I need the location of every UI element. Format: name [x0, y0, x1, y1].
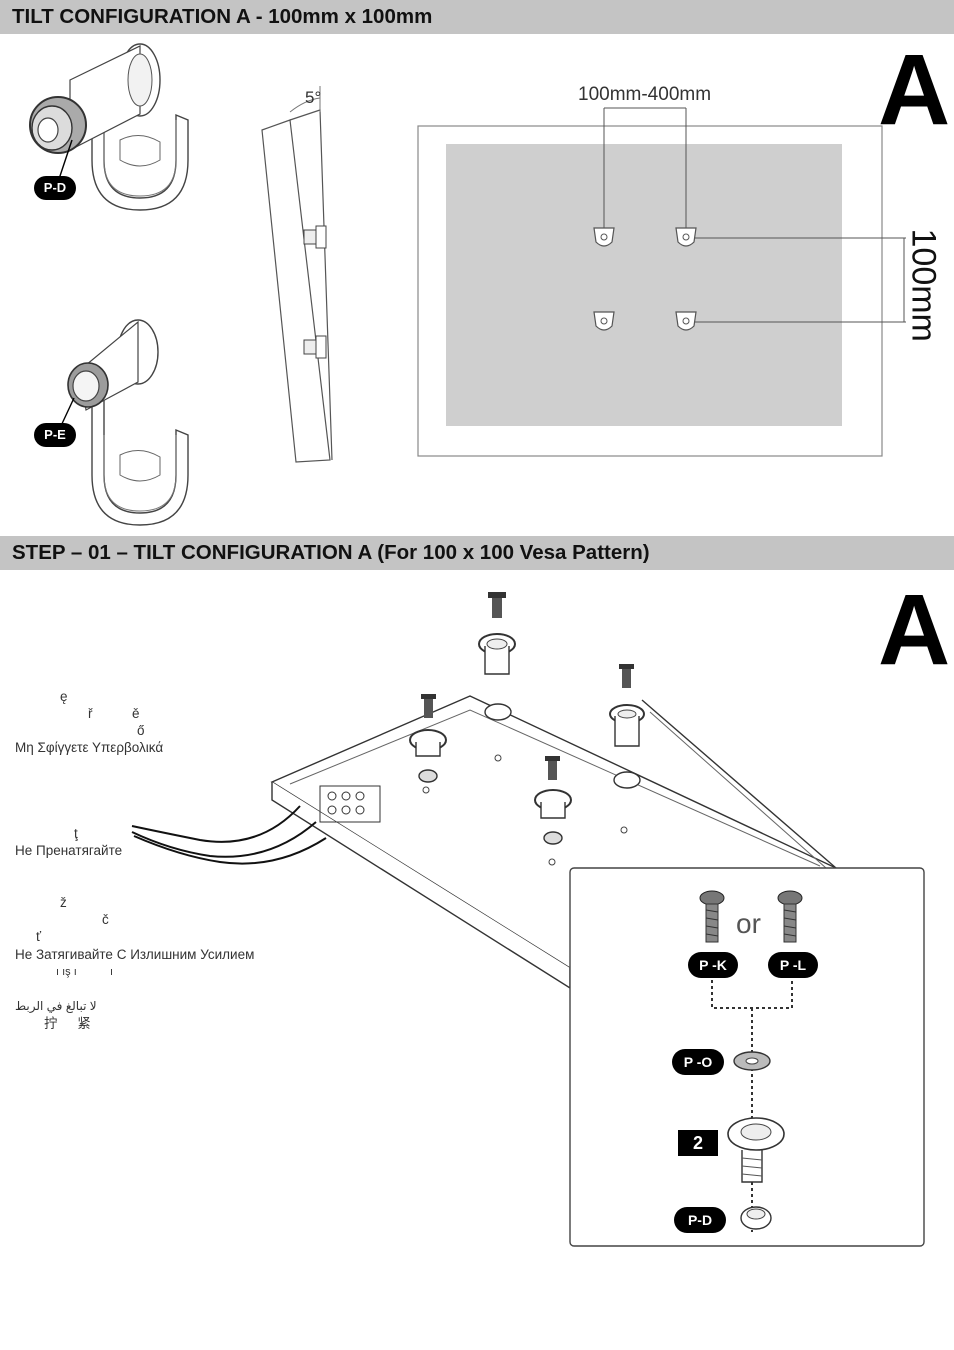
config-letter-top: A — [878, 34, 951, 146]
hook-assembly-top — [29, 43, 189, 211]
spacer-exploded — [409, 729, 447, 783]
part-label-pd: P-D — [34, 176, 76, 200]
warning-russian: Не Затягивайте С Излишним Усилием — [15, 947, 255, 962]
vesa-hole — [593, 311, 615, 331]
warning-fragment: ı ış ı — [56, 966, 77, 978]
section-title-1: TILT CONFIGURATION A - 100mm x 100mm — [12, 5, 433, 28]
section-header-1: TILT CONFIGURATION A - 100mm x 100mm — [0, 0, 954, 34]
part-label-pe: P-E — [34, 423, 76, 447]
spacer-exploded — [478, 633, 516, 675]
screw-exploded — [619, 664, 634, 688]
warning-fragment: ě — [132, 706, 140, 721]
assembly-dashed-line — [711, 974, 793, 1232]
section-title-2: STEP – 01 – TILT CONFIGURATION A (For 10… — [12, 541, 650, 564]
screw-exploded — [488, 592, 506, 618]
washer-po — [733, 1051, 771, 1071]
part-label-pk: P -K — [688, 952, 738, 978]
warning-bulgarian: Не Пренатягайте — [15, 843, 123, 858]
spacer-exploded — [609, 704, 645, 747]
warning-fragment: ř — [88, 706, 93, 721]
config-letter-bottom: A — [878, 574, 951, 686]
warning-fragment: ő — [137, 723, 145, 738]
warning-arabic: لا تبالغ في الربط — [15, 999, 97, 1013]
screw-exploded — [421, 694, 436, 718]
screw-pl — [777, 890, 803, 943]
warning-fragment: ž — [60, 895, 67, 910]
vesa-hole — [675, 227, 697, 247]
vesa-hole — [675, 311, 697, 331]
warning-greek: Μη Σφίγγετε Υπερβολικά — [15, 740, 164, 755]
warning-chinese: 拧 紧 — [44, 1016, 99, 1031]
section-header-2: STEP – 01 – TILT CONFIGURATION A (For 10… — [0, 536, 954, 570]
part-label-pd-inset: P-D — [674, 1207, 726, 1233]
spacer-part — [727, 1117, 785, 1183]
spacer-exploded — [534, 789, 572, 845]
screw-exploded — [545, 756, 560, 780]
vertical-dimension-label: 100mm — [904, 228, 943, 342]
part-label-po: P -O — [672, 1049, 724, 1075]
warning-fragment: ę — [60, 689, 68, 704]
tilt-angle-label: 5° — [305, 88, 322, 107]
part-label-pl: P -L — [768, 952, 818, 978]
vesa-hole — [593, 227, 615, 247]
warning-fragment: ţ — [74, 826, 78, 841]
horizontal-dimension-label: 100mm-400mm — [578, 84, 712, 105]
warning-fragment: ť — [36, 929, 42, 944]
quantity-badge: 2 — [678, 1130, 718, 1156]
screw-pk — [699, 890, 725, 943]
warning-fragment: ı — [110, 966, 114, 978]
side-profile-view — [261, 86, 333, 463]
hook-assembly-bottom — [59, 319, 189, 526]
cable-bundle — [131, 805, 327, 865]
cap-pd — [740, 1206, 772, 1230]
warning-fragment: č — [102, 912, 109, 927]
or-label: or — [736, 908, 761, 939]
tv-back-view — [417, 107, 906, 457]
